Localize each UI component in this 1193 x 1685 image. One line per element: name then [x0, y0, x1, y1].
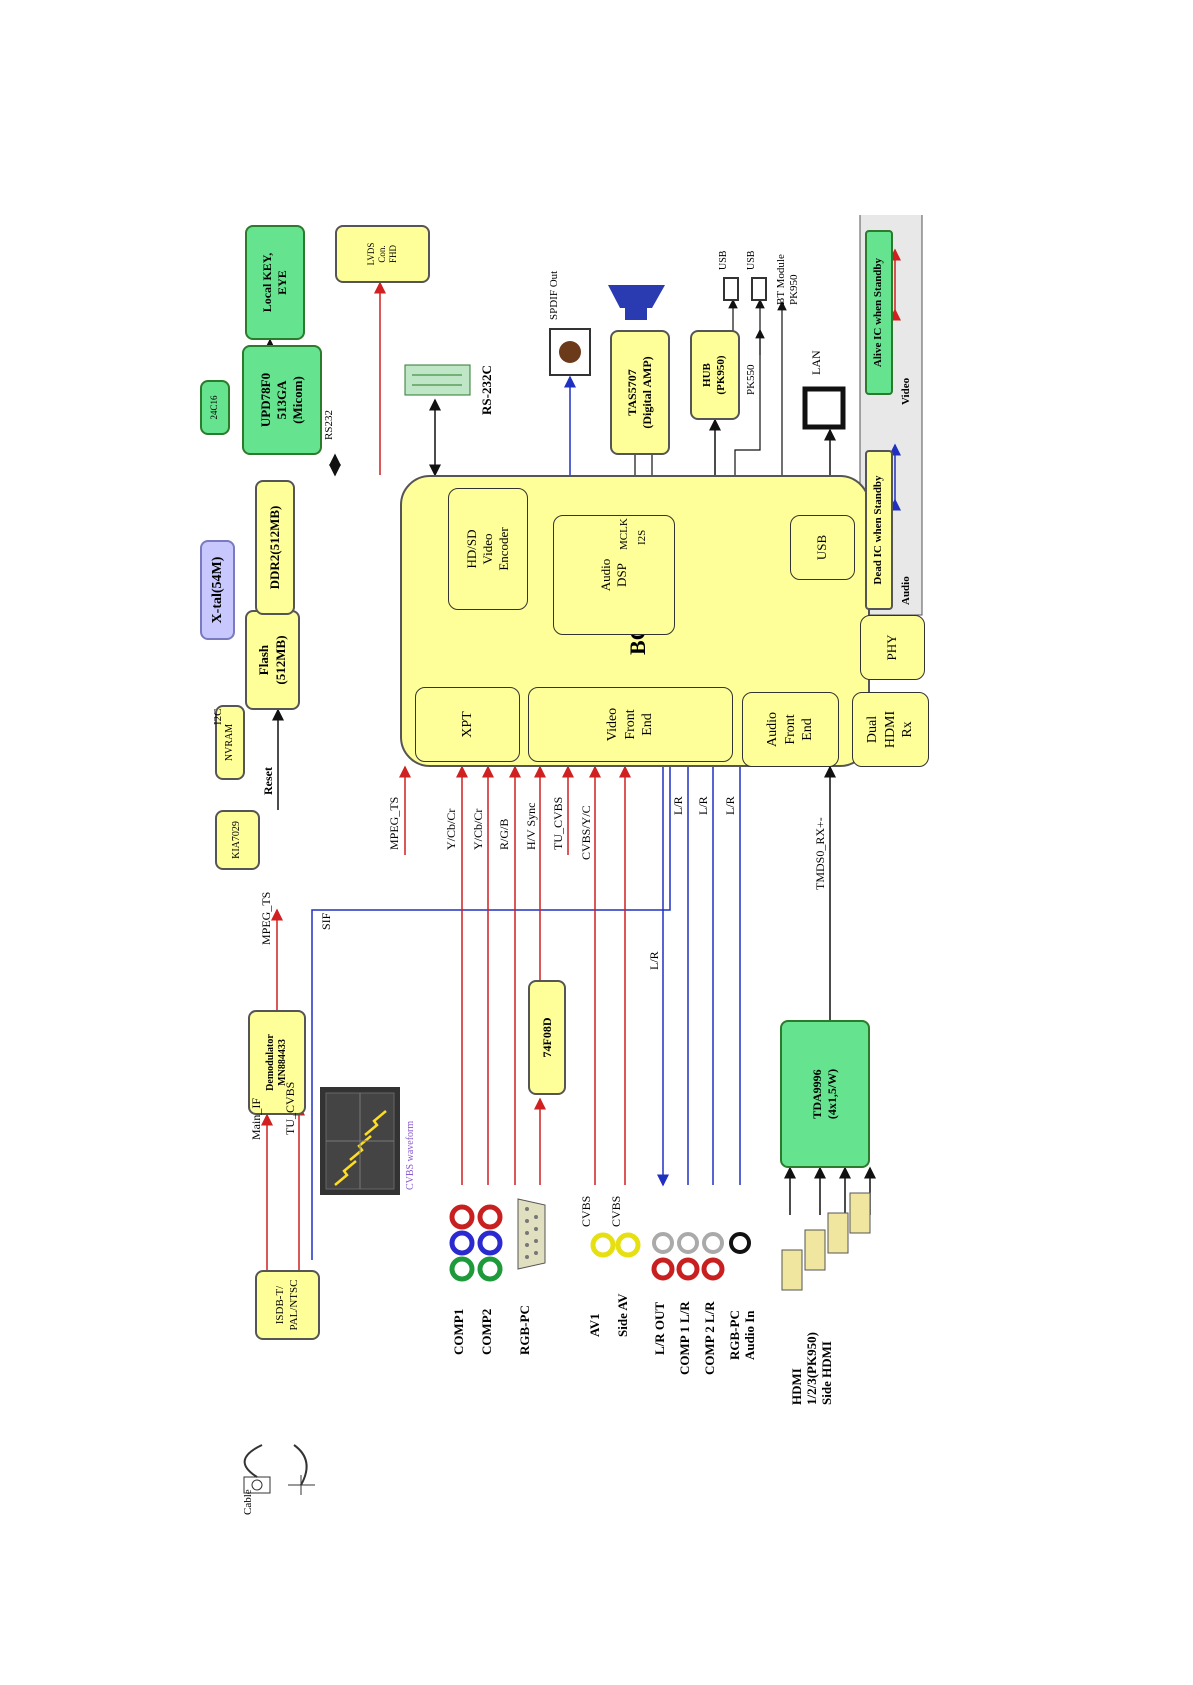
av-jacks	[590, 1232, 641, 1258]
legend-audio-label: Audio	[900, 576, 912, 605]
tu-cvbs-label-2: TU_CVBS	[551, 796, 565, 850]
comp1-lr-label: COMP 1 L/R	[677, 1301, 692, 1375]
comp2-lr-label: COMP 2 L/R	[702, 1301, 717, 1375]
pk550-label: PK550	[745, 364, 757, 395]
bt-module-label: BT Module PK950	[775, 254, 800, 305]
rgb-pc-label: RGB-PC	[517, 1305, 532, 1355]
rs232-label: RS232	[323, 410, 335, 440]
antenna-icon	[288, 1444, 315, 1495]
lr-label-2: L/R	[671, 796, 685, 815]
ycbcr-label-2: Y/Cb/Cr	[471, 808, 485, 850]
usb-ports	[723, 277, 767, 301]
sif-line	[311, 748, 676, 1260]
mpeg-ts-label-2: MPEG_TS	[387, 796, 401, 850]
comp1-label: COMP1	[451, 1308, 466, 1355]
cvbs-label-1: CVBS	[579, 1195, 593, 1227]
legend-alive-ic: Alive IC when Standby	[865, 230, 893, 395]
ycbcr-label-1: Y/Cb/Cr	[444, 808, 458, 850]
74f08d-block: 74F08D	[528, 980, 566, 1095]
local-key-block: Local KEY, EYE	[245, 225, 305, 340]
lan-label: LAN	[809, 350, 823, 375]
main-if-label: Main_IF	[249, 1098, 263, 1140]
audio-front-end-block: Audio Front End	[742, 692, 839, 767]
tda9996-block: TDA9996 (4x1,5/W)	[780, 1020, 870, 1168]
i2s-label: I2S	[636, 529, 648, 545]
reset-label: Reset	[261, 767, 275, 795]
sif-label: SIF	[319, 912, 333, 930]
rgb-label: R/G/B	[497, 818, 511, 850]
speaker-icon	[608, 285, 665, 320]
lan-connector-icon	[802, 386, 846, 430]
tuner-block: ISDB-T/ PAL/NTSC	[255, 1270, 320, 1340]
micom-block: UPD78F0 513GA (Micom)	[242, 345, 322, 455]
hub-block: HUB (PK950)	[690, 330, 740, 420]
cvbs-label-2: CVBS	[609, 1195, 623, 1227]
hd-sd-video-encoder-block: HD/SD Video Encoder	[448, 488, 528, 610]
xtal-block: X-tal(54M)	[200, 540, 235, 640]
cvbs-waveform-image	[320, 1087, 400, 1195]
legend-dead-ic: Dead IC when Standby	[865, 450, 893, 610]
eeprom-block: 24C16	[200, 380, 230, 435]
lr-label-1: L/R	[647, 951, 661, 970]
av1-label: AV1	[587, 1313, 602, 1337]
usb-label-2: USB	[746, 250, 757, 270]
lr-label-3: L/R	[696, 796, 710, 815]
dual-hdmi-rx-block: Dual HDMI Rx	[852, 692, 929, 767]
usb-label-1: USB	[718, 250, 729, 270]
rs232c-connector-icon	[404, 364, 471, 396]
rgb-pc-connector-icon	[517, 1198, 546, 1270]
lvds-connector-block: LVDS Con. FHD	[335, 225, 430, 283]
audio-jacks	[651, 1232, 751, 1281]
pk550-line	[734, 328, 765, 475]
spdif-connector-icon	[549, 328, 591, 376]
lr-label-4: L/R	[723, 796, 737, 815]
xpt-block: XPT	[415, 687, 520, 762]
cvbs-waveform-label: CVBS waveform	[405, 1120, 416, 1190]
cable-label: Cable	[242, 1489, 254, 1515]
hdmi-connectors	[781, 1192, 871, 1291]
legend-video-label: Video	[900, 377, 912, 405]
cvbs-yc-label: CVBS/Y/C	[579, 805, 593, 860]
tmds-label: TMDS0_RX+-	[813, 817, 827, 890]
comp-jacks	[449, 1204, 503, 1282]
rgb-pc-audio-label: RGB-PC Audio In	[727, 1310, 757, 1360]
hdmi-label: HDMI 1/2/3(PK950) Side HDMI	[789, 1332, 834, 1405]
video-front-end-block: Video Front End	[528, 687, 733, 762]
spdif-label: SPDIF Out	[548, 270, 560, 320]
mclk-label: MCLK	[618, 518, 630, 550]
phy-block: PHY	[860, 615, 925, 680]
tas5707-block: TAS5707 (Digital AMP)	[610, 330, 670, 455]
rotated-canvas: BCM3556 XPT Video Front End Audio Front …	[200, 215, 980, 1515]
cable-connector-icon	[243, 1444, 271, 1494]
flash-block: Flash (512MB)	[245, 610, 300, 710]
i2c-label: I2C	[212, 708, 224, 726]
usb-block: USB	[790, 515, 855, 580]
rs232c-label: RS-232C	[479, 365, 494, 415]
ddr2-block: DDR2(512MB)	[255, 480, 295, 615]
lr-out-label: L/R OUT	[652, 1301, 667, 1355]
side-av-label: Side AV	[615, 1293, 630, 1337]
tu-cvbs-label: TU_CVBS	[283, 1081, 297, 1135]
mpeg-ts-label-1: MPEG_TS	[259, 891, 273, 945]
hv-sync-label: H/V Sync	[524, 802, 538, 850]
audio-dsp-block: Audio DSP	[553, 515, 675, 635]
comp2-label: COMP2	[479, 1308, 494, 1355]
kia7029-block: KIA7029	[215, 810, 260, 870]
